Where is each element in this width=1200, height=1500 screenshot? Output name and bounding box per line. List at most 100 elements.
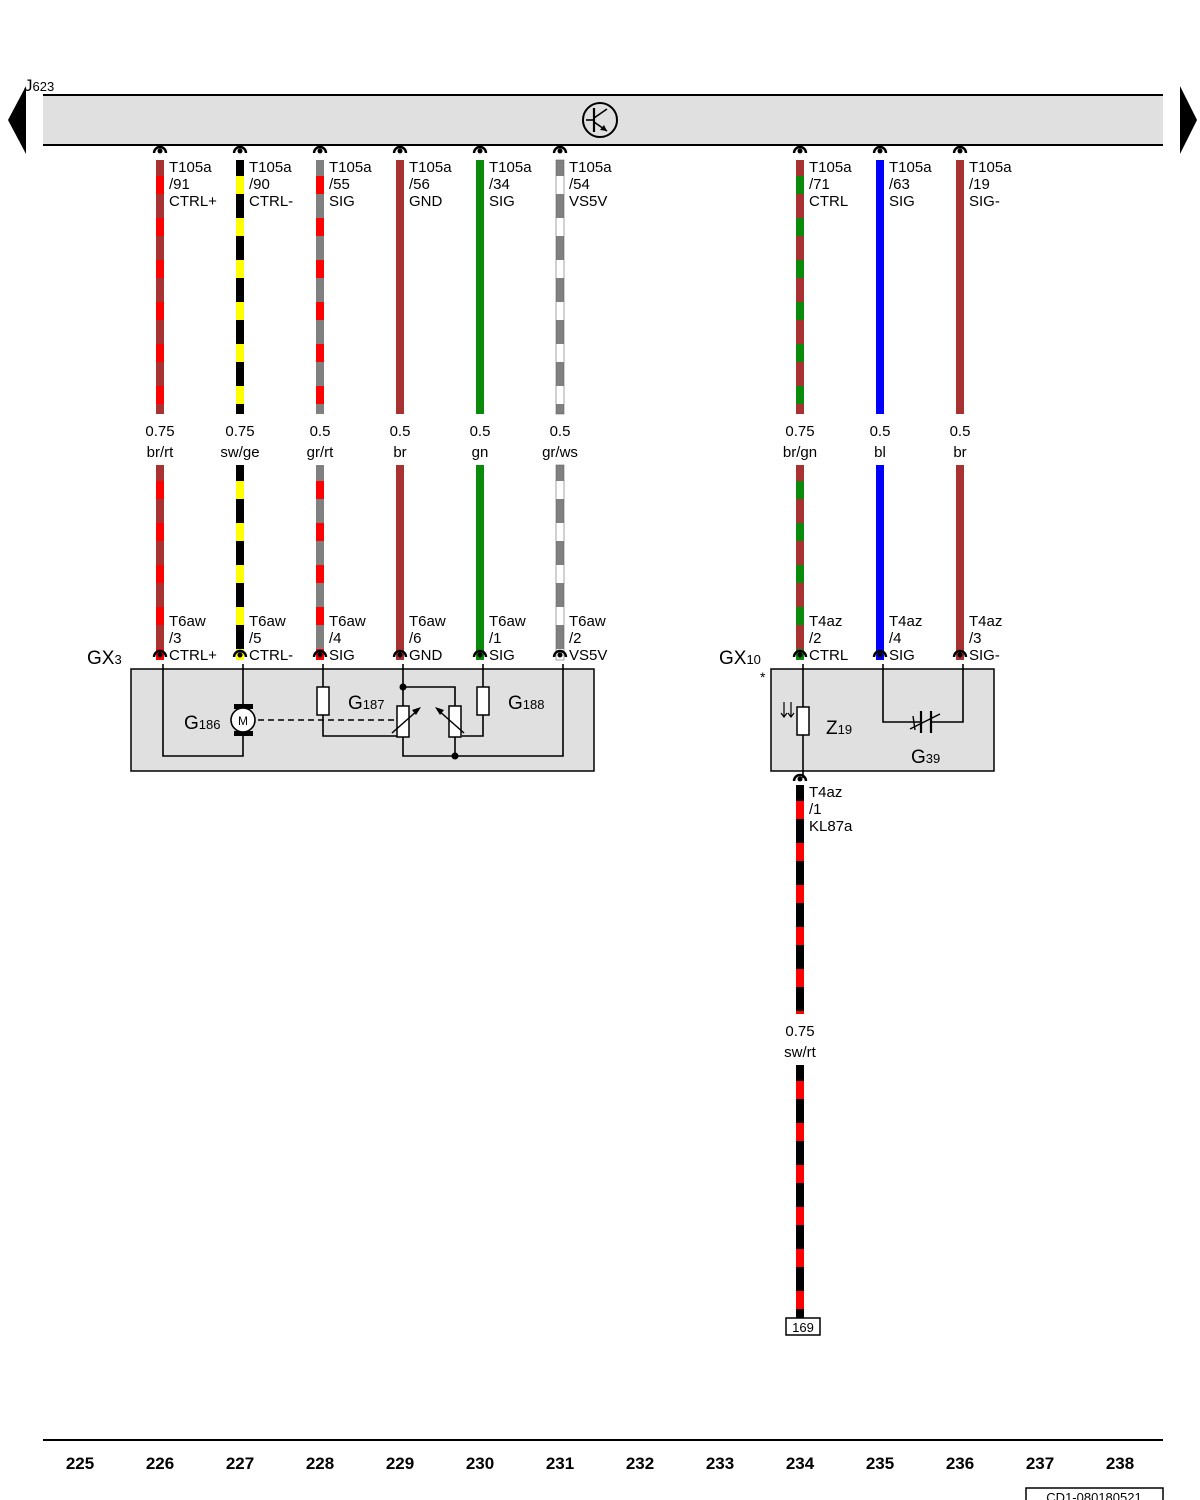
nav-right-arrow-icon[interactable] (1180, 86, 1197, 154)
connector-top (552, 145, 568, 154)
wire-segment-lower (476, 465, 484, 660)
resistor-icon (316, 686, 330, 716)
bottom-pin: /4 (889, 630, 902, 647)
wire-gauge: 0.5 (310, 423, 331, 440)
bottom-func: CTRL (809, 647, 848, 664)
top-conn: T105a (169, 159, 212, 176)
gx10-label: GX (719, 648, 747, 669)
supply-color-code: sw/rt (784, 1044, 816, 1061)
column-number: 227 (226, 1454, 254, 1473)
top-conn: T105a (889, 159, 932, 176)
connector-bottom (232, 649, 248, 658)
wire-gauge: 0.5 (950, 423, 971, 440)
component-gx3: GX3 M G 186 (87, 648, 595, 772)
bottom-func: SIG (329, 647, 355, 664)
column-number: 236 (946, 1454, 974, 1473)
top-func: VS5V (569, 193, 607, 210)
oxygen-sensor-icon (909, 711, 941, 733)
gx10-sub: 10 (746, 652, 760, 667)
wire-segment-upper (956, 160, 964, 414)
wire-segment-upper (396, 160, 404, 414)
wire-gauge: 0.5 (550, 423, 571, 440)
wire-segment-lower (555, 464, 565, 661)
gx3-label: GX (87, 648, 115, 669)
connector-top (472, 145, 488, 154)
supply-pin: /1 (809, 801, 822, 818)
top-conn: T105a (809, 159, 852, 176)
motor-letter: M (238, 714, 248, 728)
top-func: SIG (489, 193, 515, 210)
top-pin: /63 (889, 176, 910, 193)
wire-gauge: 0.5 (390, 423, 411, 440)
wire-color-code: sw/ge (220, 444, 259, 461)
wire-color-code: bl (874, 444, 886, 461)
z19-label: Z (826, 718, 838, 739)
bottom-conn: T4az (809, 613, 842, 630)
top-pin: /19 (969, 176, 990, 193)
top-conn: T105a (249, 159, 292, 176)
wire-color-code: gr/rt (307, 444, 335, 461)
ecu-label: J (24, 76, 33, 95)
column-number: 232 (626, 1454, 654, 1473)
top-conn: T105a (569, 159, 612, 176)
gx3-sub: 3 (114, 652, 121, 667)
g186-sub: 186 (199, 717, 221, 732)
bottom-conn: T6aw (169, 613, 206, 630)
svg-text:GX3: GX3 (87, 648, 122, 669)
column-number: 230 (466, 1454, 494, 1473)
reference-box-169[interactable]: 169 (785, 1317, 821, 1336)
g187-sub: 187 (363, 697, 385, 712)
column-number: 228 (306, 1454, 334, 1473)
g39-sub: 39 (926, 751, 940, 766)
svg-text:Z19: Z19 (826, 718, 852, 739)
resistor-icon (476, 686, 490, 716)
top-func: CTRL- (249, 193, 293, 210)
z19-sub: 19 (838, 722, 852, 737)
bottom-conn: T6aw (249, 613, 286, 630)
connector-bottom (552, 649, 568, 658)
wire-gauge: 0.75 (145, 423, 174, 440)
connector-top (232, 145, 248, 154)
supply-conn: T4az (809, 784, 842, 801)
bottom-func: GND (409, 647, 443, 664)
connector-bottom (952, 649, 968, 658)
connector-top (312, 145, 328, 154)
bottom-conn: T4az (969, 613, 1002, 630)
top-pin: /90 (249, 176, 270, 193)
connector-top (792, 145, 808, 154)
bottom-conn: T4az (889, 613, 922, 630)
wire-segment-lower (396, 465, 404, 660)
bottom-pin: /5 (249, 630, 262, 647)
wire-gauge: 0.75 (225, 423, 254, 440)
top-conn: T105a (329, 159, 372, 176)
g187-label: G (348, 693, 363, 714)
wire-segment-upper (156, 160, 164, 414)
bottom-pin: /2 (569, 630, 582, 647)
heater-element-icon (796, 706, 810, 736)
wire-segment-upper (796, 160, 804, 414)
top-func: SIG- (969, 193, 1000, 210)
nav-left-arrow-icon[interactable] (8, 86, 26, 154)
wire-gauge: 0.75 (785, 423, 814, 440)
connector-top (872, 145, 888, 154)
wire-gauge: 0.5 (470, 423, 491, 440)
bottom-func: CTRL- (249, 647, 293, 664)
gx10-internal-wiring (802, 664, 964, 778)
top-pin: /55 (329, 176, 350, 193)
bottom-func: SIG (489, 647, 515, 664)
heat-arrows-icon (780, 702, 795, 718)
bottom-conn: T6aw (409, 613, 446, 630)
wire-segment-upper (555, 159, 565, 415)
